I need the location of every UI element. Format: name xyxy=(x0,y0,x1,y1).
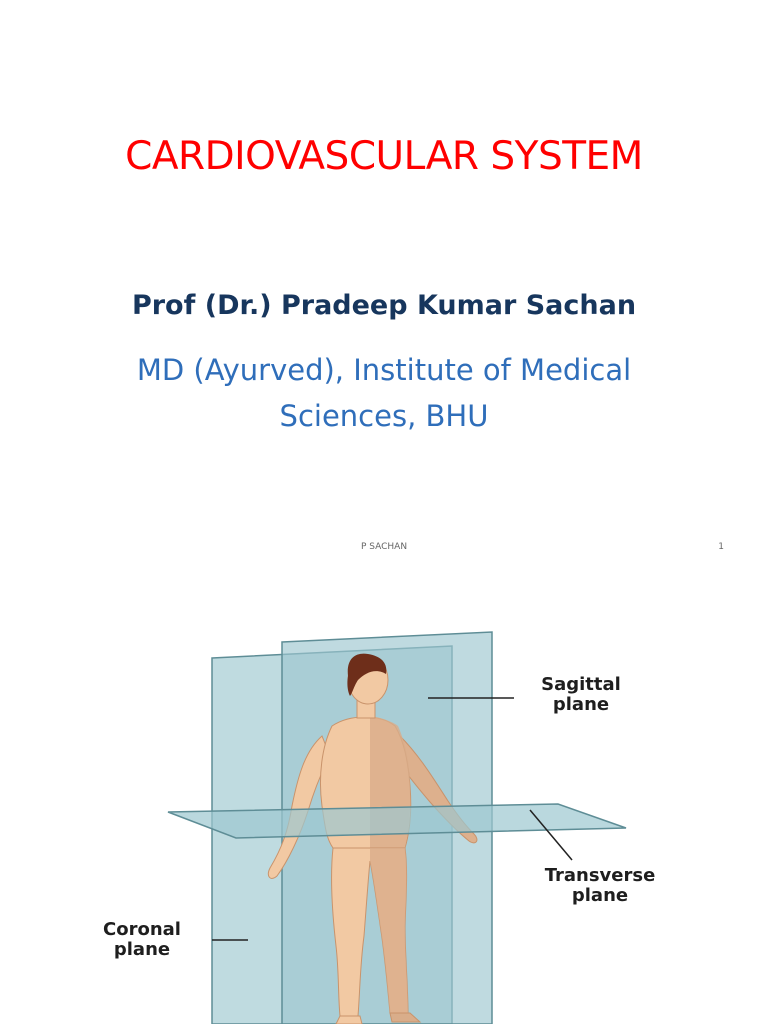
affiliation-line-1: MD (Ayurved), Institute of Medical xyxy=(136,353,632,387)
coronal-plane-label: Coronal plane xyxy=(103,919,181,960)
transverse-plane xyxy=(167,803,627,839)
affiliation-line-2: Sciences, BHU xyxy=(279,399,489,433)
author-name: Prof (Dr.) Pradeep Kumar Sachan xyxy=(131,290,637,321)
transverse-plane-label: Transverse plane xyxy=(544,865,656,906)
slide-title: CARDIOVASCULAR SYSTEM xyxy=(125,134,643,179)
author-affiliation: MD (Ayurved), Institute of Medical Scien… xyxy=(80,347,688,439)
page-number: 1 xyxy=(718,542,724,552)
anatomical-planes-illustration xyxy=(167,631,627,1024)
slide-footer: P SACHAN xyxy=(360,542,408,552)
sagittal-plane-label: Sagittal plane xyxy=(541,674,621,715)
title-slide: CARDIOVASCULAR SYSTEM Prof (Dr.) Pradeep… xyxy=(80,134,724,552)
transverse-leader-line xyxy=(529,809,573,861)
anatomical-planes-slide: Sagittal plane Transverse plane Coronal … xyxy=(0,576,768,1024)
